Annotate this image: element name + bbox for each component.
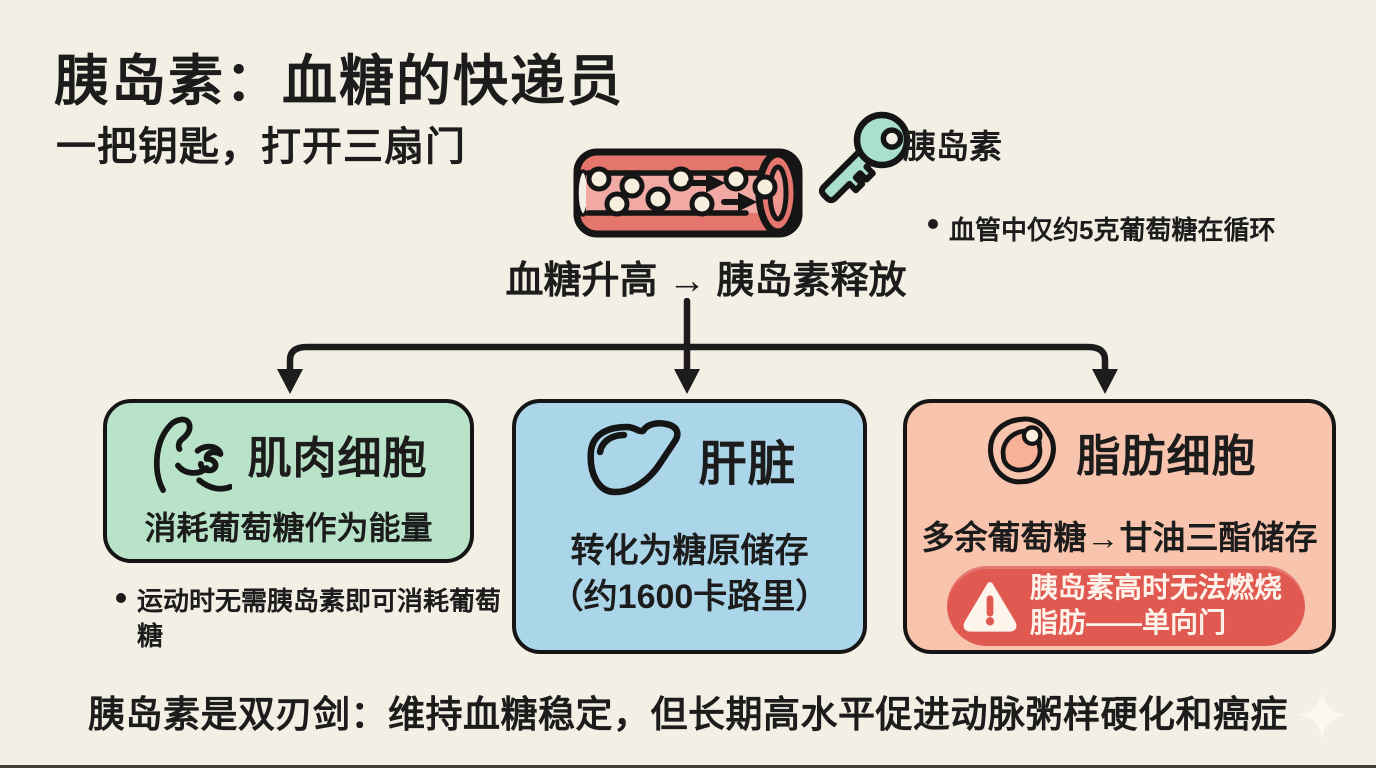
card-muscle-header: 肌肉细胞 [150, 413, 428, 495]
card-liver-body: 转化为糖原储存 （约1600卡路里） [550, 529, 830, 620]
fat-warning-banner: 胰岛素高时无法燃烧 脂肪——单向门 [947, 566, 1305, 646]
fat-cell-icon [987, 416, 1056, 485]
blood-vessel-icon [573, 148, 803, 238]
muscle-note-text: 运动时无需胰岛素即可消耗葡萄糖 [137, 586, 502, 651]
page-title: 胰岛素：血糖的快递员 [54, 50, 625, 112]
card-fat-body: 多余葡萄糖→甘油三酯储存 [921, 519, 1318, 556]
card-liver-header: 肝脏 [582, 417, 796, 501]
trigger-text: 血糖升高 → 胰岛素释放 [505, 260, 907, 302]
footer-summary: 胰岛素是双刃剑：维持血糖稳定，但长期高水平促进动脉粥样硬化和癌症 [88, 694, 1288, 735]
card-muscle-body: 消耗葡萄糖作为能量 [144, 510, 433, 546]
bullet-dot [116, 593, 126, 603]
card-muscle-title: 肌肉细胞 [247, 434, 428, 483]
card-fat: 脂肪细胞 多余葡萄糖→甘油三酯储存 胰岛素高时无法燃烧 脂肪——单向门 [903, 399, 1336, 654]
muscle-note-bullet: 运动时无需胰岛素即可消耗葡萄糖 [116, 584, 526, 653]
card-liver-body-line2: （约1600卡路里） [549, 577, 830, 616]
bicep-icon [153, 416, 232, 493]
card-liver-body-line1: 转化为糖原储存 [570, 532, 809, 570]
page-subtitle: 一把钥匙，打开三扇门 [56, 125, 466, 169]
fat-warning-line2: 脂肪——单向门 [1030, 607, 1227, 638]
card-muscle: 肌肉细胞 消耗葡萄糖作为能量 [103, 399, 474, 563]
bullet-dot [928, 219, 938, 229]
sparkle-icon [1297, 690, 1347, 740]
key-label: 胰岛素 [903, 128, 1002, 165]
key-icon [818, 111, 911, 204]
branch-arrows-icon [277, 298, 1118, 394]
fat-warning-text: 胰岛素高时无法燃烧 脂肪——单向门 [1030, 571, 1282, 640]
glucose-fact-text: 血管中仅约5克葡萄糖在循环 [949, 215, 1276, 245]
liver-icon [587, 420, 681, 496]
fat-warning-line1: 胰岛素高时无法燃烧 [1030, 572, 1283, 604]
card-fat-header: 脂肪细胞 [983, 413, 1257, 491]
card-liver-title: 肝脏 [698, 438, 797, 491]
warning-triangle-icon [963, 582, 1017, 632]
card-fat-title: 脂肪细胞 [1076, 432, 1257, 481]
bottom-edge-line [0, 765, 1376, 768]
glucose-fact-bullet: 血管中仅约5克葡萄糖在循环 [928, 210, 1328, 247]
card-liver: 肝脏 转化为糖原储存 （约1600卡路里） [512, 399, 867, 654]
